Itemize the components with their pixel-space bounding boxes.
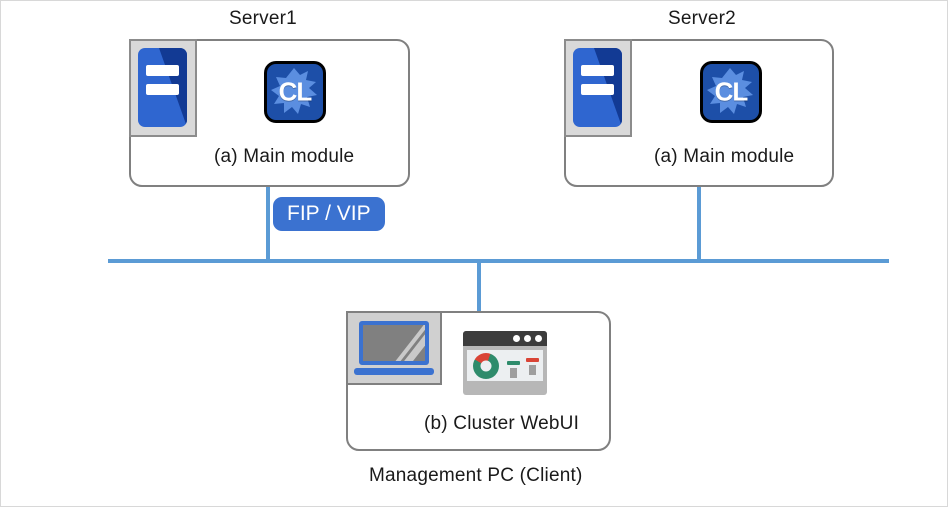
cl-splash-shape xyxy=(707,68,753,114)
server-icon xyxy=(563,38,632,137)
link-bus-to-management-pc xyxy=(477,259,481,311)
cl-cluster-icon: CL xyxy=(264,61,326,123)
cl-cluster-icon: CL xyxy=(700,61,762,123)
browser-content xyxy=(467,350,543,381)
cl-splash-shape xyxy=(271,68,317,114)
laptop-screen xyxy=(358,320,429,365)
browser-dashboard-icon xyxy=(463,331,547,395)
server2-box: CL (a) Main module xyxy=(563,38,834,187)
laptop-base xyxy=(353,367,434,375)
fip-vip-badge: FIP / VIP xyxy=(273,197,385,231)
server-icon xyxy=(128,38,197,137)
laptop-icon xyxy=(345,310,442,385)
server-icon-body xyxy=(137,47,187,127)
server-icon-bar xyxy=(580,64,614,76)
link-server1-to-bus xyxy=(266,187,270,263)
cl-icon-label: CL xyxy=(278,76,313,107)
link-server2-to-bus xyxy=(697,187,701,263)
cl-icon-label: CL xyxy=(714,76,749,107)
server1-title: Server1 xyxy=(229,8,297,29)
server2-title: Server2 xyxy=(668,8,736,29)
management-pc-module-label: (b) Cluster WebUI xyxy=(424,413,580,434)
server-icon-body xyxy=(572,47,622,127)
management-pc-box: (b) Cluster WebUI xyxy=(345,310,611,451)
browser-titlebar xyxy=(463,331,547,346)
server-icon-bar xyxy=(145,83,179,95)
server-icon-bar xyxy=(145,64,179,76)
server1-box: CL (a) Main module xyxy=(128,38,410,187)
server1-module-label: (a) Main module xyxy=(214,146,355,167)
management-pc-title: Management PC (Client) xyxy=(369,465,583,486)
server2-module-label: (a) Main module xyxy=(654,146,795,167)
network-bus xyxy=(108,259,889,263)
browser-dot-icon xyxy=(513,335,520,342)
browser-dot-icon xyxy=(524,335,531,342)
browser-dot-icon xyxy=(535,335,542,342)
donut-chart-icon xyxy=(473,353,499,379)
server-icon-bar xyxy=(580,83,614,95)
